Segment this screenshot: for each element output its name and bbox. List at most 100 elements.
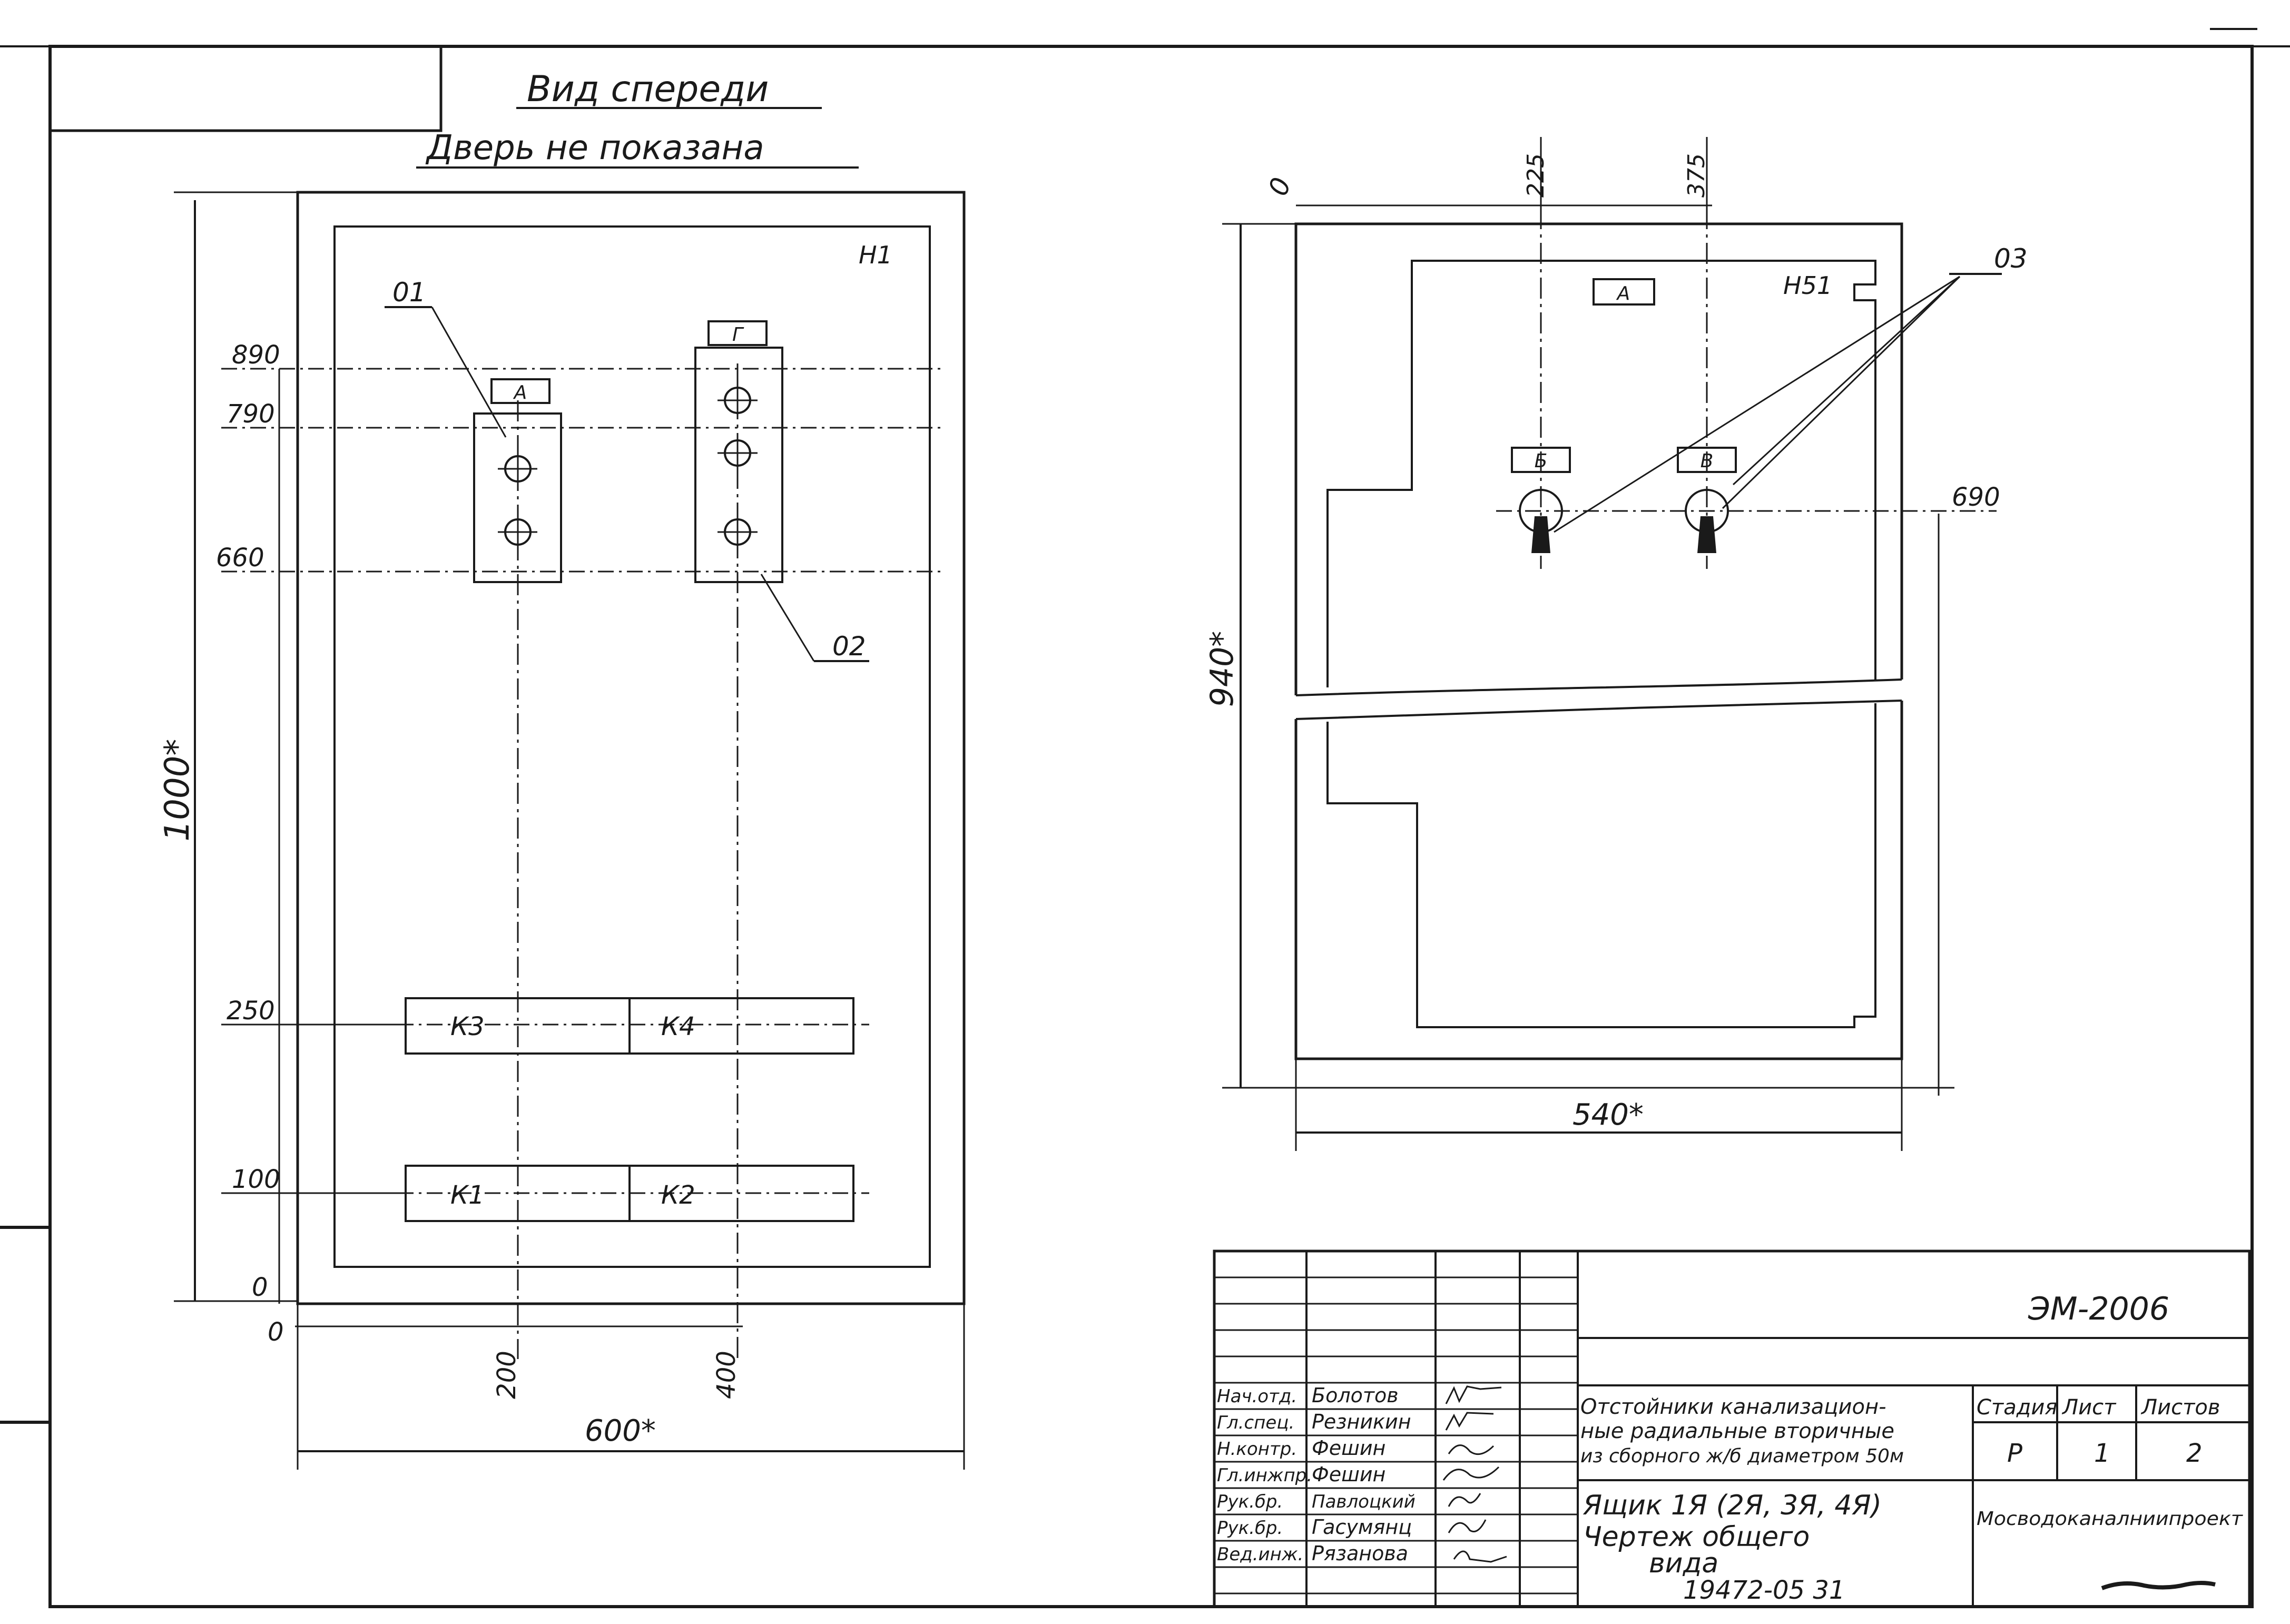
panel-outer-upper [1294,222,1903,695]
device-02-lamp-3 [718,514,758,550]
tag-box-top-a [1593,278,1655,306]
terminal-k3-label: К3 [450,1012,485,1041]
callout-01: 01 [392,277,426,308]
callout-03-leader-3 [1732,275,1961,486]
stage-label: Стадия [1977,1395,2057,1420]
tag-b: Б [1535,450,1548,472]
width-dimension: 600* [585,1414,656,1448]
level-250: 250 [227,996,275,1026]
project-line-1: Отстойники канализацион- [1580,1395,1886,1419]
tag-box-v [1677,447,1737,473]
break-line-lower [1295,700,1902,720]
panel-outer-lower [1294,701,1903,1060]
height-940: 940* [1204,631,1241,707]
device-01-lamp-2 [498,514,537,550]
sheet-value: 1 [2094,1439,2110,1468]
name-7: Рязанова [1312,1542,1408,1565]
drawing-title-line-3: вида [1649,1548,1718,1579]
callout-02: 02 [832,631,866,662]
callout-03-leader-2 [1722,275,1961,509]
panel-view: 0 225 375 940* Н51 А 690 Б В [1204,137,2028,1151]
name-2: Резникин [1312,1410,1411,1433]
role-4: Гл.инжпр. [1217,1465,1312,1486]
name-3: Фешин [1312,1436,1385,1460]
sheets-value: 2 [2186,1439,2203,1468]
x-dim-200: 200 [492,1351,522,1399]
mounting-panel [333,225,931,1268]
callout-03-leader-1 [1554,275,1960,533]
name-5: Павлоцкий [1312,1491,1416,1512]
project-line-2: ные радиальные вторичные [1580,1419,1894,1443]
project-line-3: из сборного ж/б диаметром 50м [1580,1445,1904,1467]
tag-g: Г [732,324,744,346]
callout-02-leader [760,574,815,662]
name-6: Гасумянц [1312,1515,1412,1539]
terminal-k4 [628,997,854,1055]
level-0: 0 [252,1273,268,1302]
height-dimension: 1000* [158,739,197,842]
organization: Мосводоканалниипроект [1977,1508,2243,1530]
panel-inner-upper [1326,260,1876,687]
tag-top-a: А [1616,283,1630,304]
tag-a: А [513,382,527,403]
device-01-body [473,412,562,583]
top-dim-225: 225 [1522,153,1549,198]
role-6: Рук.бр. [1217,1518,1283,1539]
switch-v [1685,489,1729,553]
role-7: Вед.инж. [1217,1544,1303,1565]
x-dim-400: 400 [712,1351,741,1399]
level-690: 690 [1952,483,2000,512]
panel-inner-lower [1326,703,1876,1028]
role-5: Рук.бр. [1217,1491,1283,1512]
role-2: Гл.спец. [1217,1412,1294,1433]
top-dim-375: 375 [1683,153,1710,198]
stage-value: Р [2007,1439,2022,1468]
terminal-k2-label: К2 [661,1180,695,1210]
level-100: 100 [232,1165,280,1194]
device-02-lamp-2 [718,435,758,471]
role-1: Нач.отд. [1217,1386,1297,1407]
sheets-label: Листов [2140,1395,2220,1420]
x-zero-label: 0 [268,1317,284,1347]
terminal-k1-label: К1 [450,1180,485,1210]
width-540: 540* [1572,1098,1644,1132]
terminal-k4-label: К4 [661,1012,695,1041]
origin-zero: 0 [1263,173,1297,200]
name-1: Болотов [1312,1384,1399,1407]
corner-stamp-box [48,45,443,132]
tag-box-g [707,320,768,346]
drawing-code: ЭМ-2006 [2028,1291,2169,1327]
sheet-frame [48,45,2254,1608]
title-block-frame [1213,1249,2251,1608]
role-3: Н.контр. [1217,1439,1297,1460]
tag-v: В [1701,450,1714,472]
drawing-title-line-2: Чертеж общего [1583,1521,1810,1553]
break-line-upper [1295,678,1902,696]
level-660: 660 [216,543,264,573]
drawing-title-line-1: Ящик 1Я (2Я, 3Я, 4Я) [1583,1490,1882,1521]
view-subtitle: Дверь не показана [425,129,764,168]
device-02-body [694,347,783,583]
panel-label: Н1 [859,241,892,269]
level-790: 790 [227,399,275,429]
archive-number: 19472-05 31 [1683,1576,1845,1605]
panel-label-h51: Н51 [1783,271,1832,300]
callout-03: 03 [1994,243,2028,274]
enclosure-outline [296,191,966,1305]
level-890: 890 [232,340,280,370]
tag-box-a [490,378,551,404]
sheet-label: Лист [2061,1395,2117,1420]
device-02-lamp-1 [718,382,758,419]
signatures [1442,1385,1507,1563]
copier-stamp [2101,1581,2216,1590]
tag-box-b [1511,447,1571,473]
view-title: Вид спереди [527,68,769,110]
front-view: Вид спереди Дверь не показана Н1 1000* 8… [158,68,966,1470]
callout-01-leader [431,307,507,438]
title-block: Нач.отд. Гл.спец. Н.контр. Гл.инжпр. Рук… [1213,1249,2251,1608]
switch-b [1519,489,1563,553]
terminal-k2 [628,1165,854,1222]
name-4: Фешин [1312,1463,1385,1486]
device-01-lamp-1 [498,450,537,487]
